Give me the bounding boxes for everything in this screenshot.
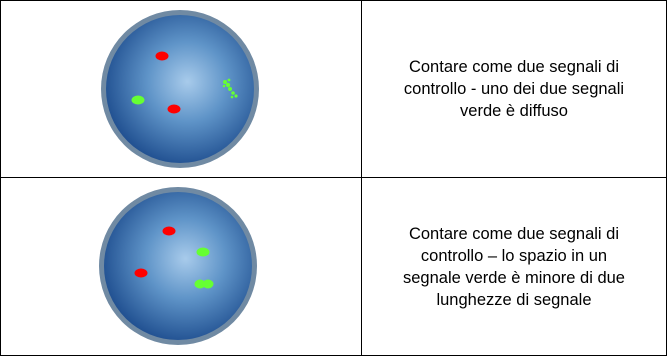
red-signal: [155, 51, 169, 61]
caption-cell: Contare come due segnali di controllo – …: [362, 178, 666, 355]
nucleus-image-cell: [1, 178, 362, 355]
green-split-signal-part: [194, 279, 206, 289]
green-diffuse-signal: [222, 78, 238, 99]
nucleus-image-cell: [1, 1, 362, 177]
table-row: Contare come due segnali di controllo - …: [1, 1, 666, 178]
red-signal: [134, 268, 148, 278]
caption-text: Contare come due segnali di controllo – …: [403, 224, 625, 309]
green-signal: [131, 95, 145, 105]
green-signal: [196, 247, 210, 257]
table-row: Contare come due segnali di controllo – …: [1, 178, 666, 355]
nucleus-body: [106, 15, 254, 163]
nucleus-body: [104, 192, 252, 340]
caption-text: Contare come due segnali di controllo - …: [403, 58, 625, 120]
caption-cell: Contare come due segnali di controllo - …: [362, 1, 666, 177]
red-signal: [167, 104, 181, 114]
red-signal: [162, 226, 176, 236]
nucleus-diagram: [99, 187, 257, 345]
nucleus-diagram: [101, 10, 259, 168]
green-split-signal-part: [202, 279, 214, 289]
